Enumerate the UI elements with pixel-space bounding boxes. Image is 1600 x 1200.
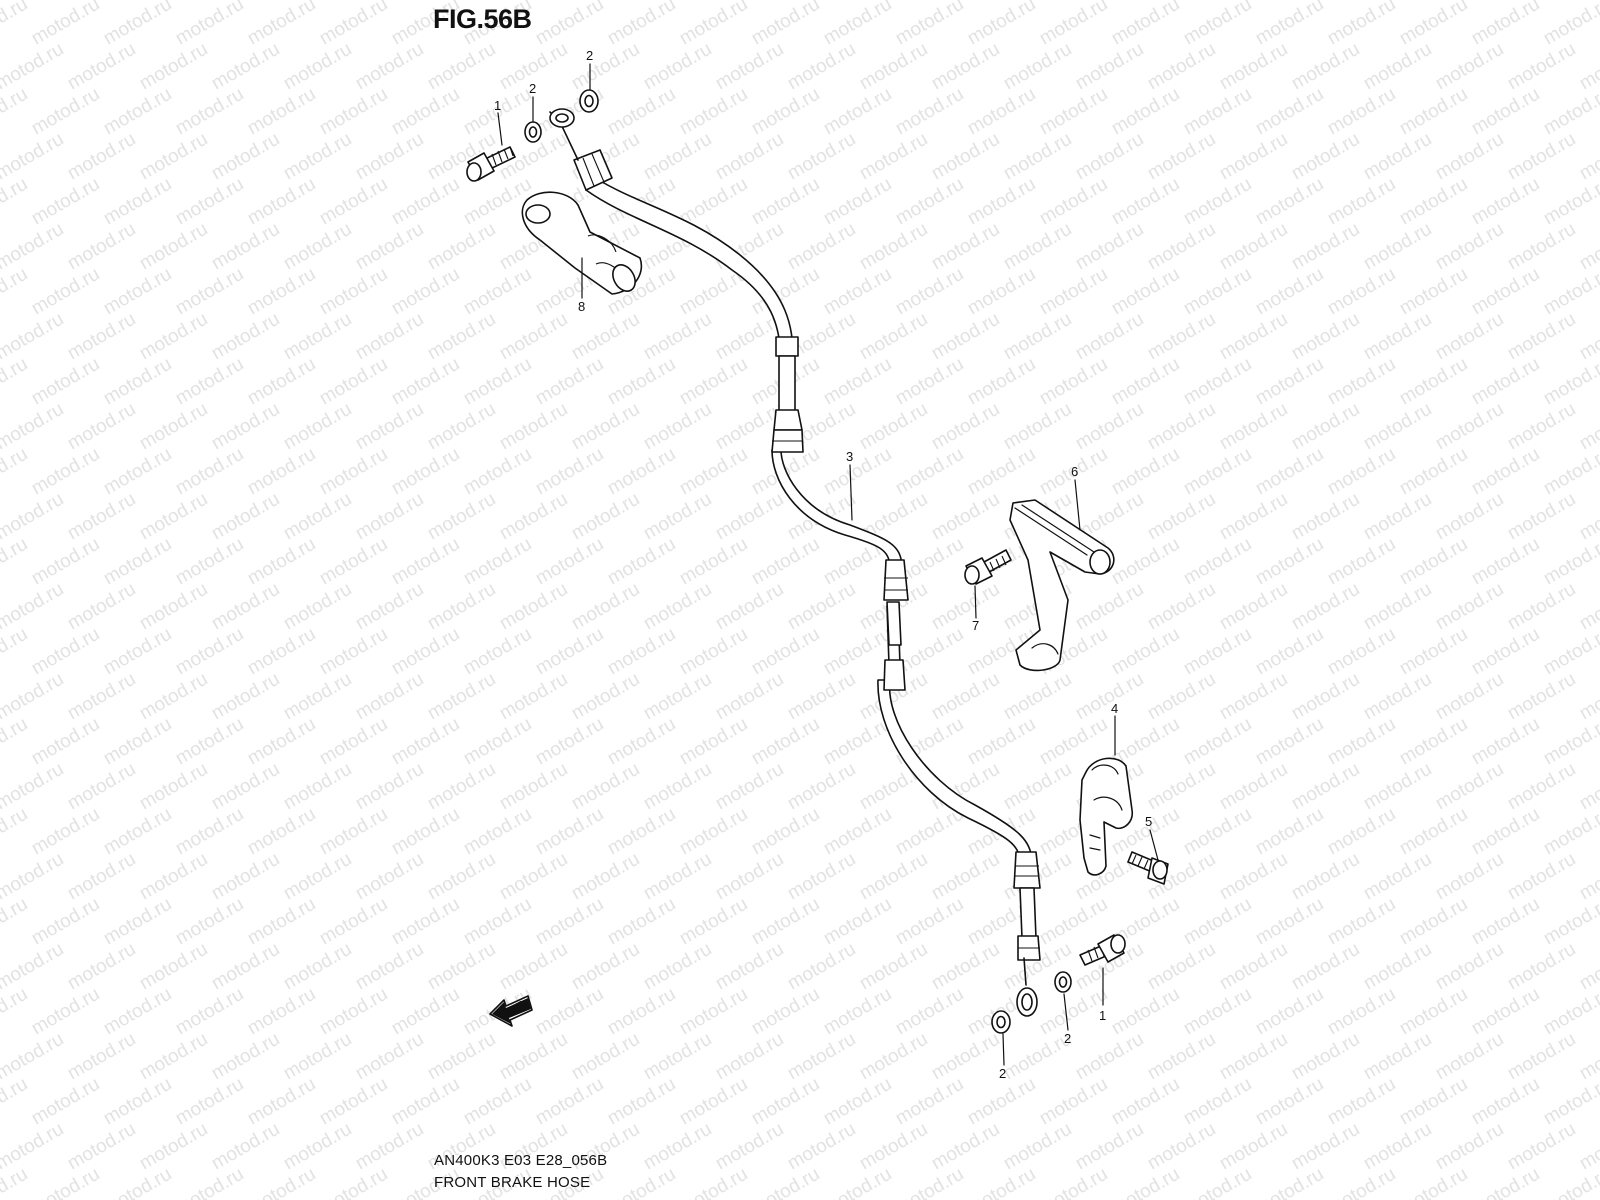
callout-label: 3 bbox=[846, 449, 853, 464]
callout-label: 7 bbox=[972, 618, 979, 633]
fwd-arrow-icon bbox=[489, 995, 533, 1027]
bolt-clamp-lower bbox=[1127, 851, 1169, 885]
bolt-bottom bbox=[1079, 934, 1126, 966]
callout-label: 1 bbox=[1099, 1008, 1106, 1023]
callout-label: 2 bbox=[529, 81, 536, 96]
watermark-text: motod.ru bbox=[1576, 0, 1600, 4]
callout-label: 1 bbox=[494, 98, 501, 113]
clamp-lower bbox=[1079, 757, 1134, 876]
clamp-upper bbox=[1009, 499, 1115, 672]
figure-caption: FRONT BRAKE HOSE bbox=[434, 1174, 591, 1191]
callout-label: 5 bbox=[1145, 814, 1152, 829]
bolt-top bbox=[466, 146, 516, 182]
bolt-clamp-upper bbox=[964, 549, 1012, 585]
hose-grommets bbox=[573, 149, 1041, 961]
washers bbox=[524, 89, 1072, 1034]
callout-label: 4 bbox=[1111, 701, 1118, 716]
figure-code: AN400K3 E03 E28_056B bbox=[434, 1152, 608, 1169]
banjo-fittings bbox=[549, 108, 1038, 1017]
callout-label: 2 bbox=[586, 48, 593, 63]
callout-label: 8 bbox=[578, 299, 585, 314]
callout-label: 6 bbox=[1071, 464, 1078, 479]
callout-label: 2 bbox=[1064, 1031, 1071, 1046]
leader-lines bbox=[497, 63, 1159, 1066]
figure-title: FIG.56B bbox=[433, 4, 532, 34]
boot bbox=[521, 191, 643, 295]
callout-label: 2 bbox=[999, 1066, 1006, 1081]
callout-labels: 1 2 2 3 4 5 6 7 8 1 2 2 FWD bbox=[494, 48, 1152, 1081]
